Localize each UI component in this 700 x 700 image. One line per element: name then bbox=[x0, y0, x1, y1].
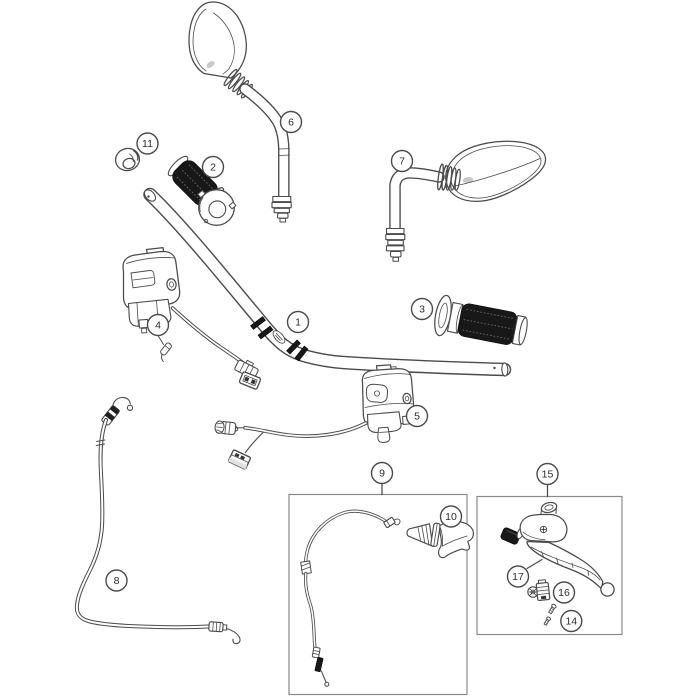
callout-8-label: 8 bbox=[114, 575, 120, 587]
callout-17-label: 17 bbox=[512, 571, 524, 583]
throttle-cable-drawing bbox=[300, 509, 401, 687]
throttle-cable-guide-drawing bbox=[406, 520, 474, 559]
bar-stripe bbox=[257, 325, 274, 340]
callout-15-label: 15 bbox=[542, 469, 554, 481]
bar-stripe bbox=[294, 345, 309, 362]
callout-5-label: 5 bbox=[414, 411, 420, 423]
bar-stripe bbox=[286, 339, 301, 355]
callout-3-label: 3 bbox=[419, 304, 425, 316]
mirror-logo-mark bbox=[462, 177, 474, 183]
right-grip-drawing bbox=[434, 294, 528, 346]
callout-7-label: 7 bbox=[399, 156, 405, 168]
callout-11-label: 11 bbox=[142, 138, 153, 150]
handlebar-drawing bbox=[143, 187, 512, 377]
cable-nipple bbox=[383, 517, 396, 528]
block-connector bbox=[238, 371, 262, 390]
callout-14[interactable]: 14 bbox=[560, 609, 583, 633]
callout-16[interactable]: 16 bbox=[552, 581, 576, 604]
cable-end-barrel bbox=[208, 621, 228, 633]
bushing-drawing bbox=[114, 147, 141, 172]
lever-ball-end bbox=[600, 582, 615, 597]
callout-3[interactable]: 3 bbox=[410, 297, 434, 321]
callout-6-label: 6 bbox=[288, 117, 294, 129]
callout-10-label: 10 bbox=[445, 511, 457, 523]
callout-4-label: 4 bbox=[155, 320, 161, 332]
mirror-logo-mark bbox=[206, 61, 215, 68]
callout-15[interactable]: 15 bbox=[536, 462, 559, 486]
callout-7[interactable]: 7 bbox=[390, 149, 414, 173]
callout-9-label: 9 bbox=[379, 468, 385, 480]
throttle-cable-kit-box bbox=[288, 493, 468, 696]
right-switch-assembly-drawing bbox=[214, 364, 415, 470]
callout-1[interactable]: 1 bbox=[286, 310, 310, 334]
bar-stripe bbox=[250, 316, 266, 330]
callout-17[interactable]: 17 bbox=[506, 565, 530, 588]
lever-adjuster-knob bbox=[500, 527, 521, 545]
round-connector bbox=[214, 420, 239, 436]
block-connector bbox=[227, 449, 252, 470]
callout-14-label: 14 bbox=[565, 616, 577, 628]
callout-16-label: 16 bbox=[558, 587, 570, 599]
callout-6[interactable]: 6 bbox=[279, 110, 303, 134]
cable-adjuster-drawing bbox=[527, 579, 551, 602]
callout-2-label: 2 bbox=[210, 162, 216, 174]
flat-connector bbox=[234, 359, 259, 380]
callout-10[interactable]: 10 bbox=[439, 505, 463, 528]
right-mirror-drawing bbox=[385, 140, 547, 262]
callout-1-label: 1 bbox=[295, 317, 301, 329]
callout-9[interactable]: 9 bbox=[370, 461, 394, 485]
callouts-layer: 1 2 3 4 5 6 7 8 9 10 11 14 15 16 17 bbox=[105, 110, 583, 633]
callout-11[interactable]: 11 bbox=[136, 132, 159, 155]
callout-5[interactable]: 5 bbox=[405, 404, 429, 428]
left-grip-drawing bbox=[167, 155, 237, 226]
callout-2[interactable]: 2 bbox=[201, 155, 225, 179]
callout-8[interactable]: 8 bbox=[105, 569, 128, 592]
clutch-lever-assembly-drawing bbox=[500, 501, 615, 597]
clutch-lever-kit-box bbox=[476, 495, 623, 636]
clutch-cable-drawing bbox=[74, 396, 241, 645]
brand-sticker bbox=[272, 330, 286, 344]
callout-4[interactable]: 4 bbox=[146, 313, 170, 337]
screws-drawing bbox=[543, 603, 557, 626]
leader-line-17 bbox=[526, 558, 543, 570]
left-switch-assembly-drawing bbox=[122, 246, 262, 390]
left-mirror-drawing bbox=[188, 1, 292, 223]
